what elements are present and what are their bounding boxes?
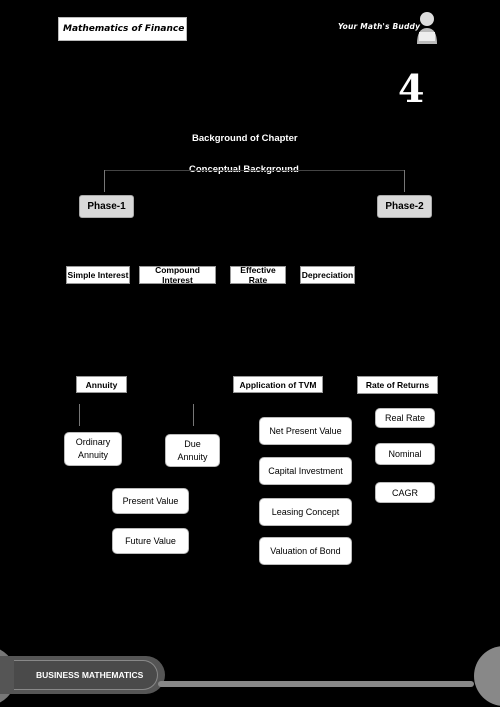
tvm-npv-node: Net Present Value xyxy=(259,417,352,445)
chart-title: Background of Chapter xyxy=(192,133,298,144)
present-value-node: Present Value xyxy=(112,488,189,514)
phase1-node: Phase-1 xyxy=(79,195,134,218)
book-title: Mathematics of Finance xyxy=(58,17,187,41)
tvm-leasing-node: Leasing Concept xyxy=(259,498,352,526)
due-annuity-node: Due Annuity xyxy=(165,434,220,467)
root-node: Conceptual Background xyxy=(189,164,299,175)
due-annuity-line1: Due xyxy=(184,438,201,449)
tagline: Your Math's Buddy xyxy=(338,22,421,31)
due-arrow xyxy=(193,404,194,426)
ordinary-annuity-line2: Annuity xyxy=(77,450,109,460)
tvm-capital-investment-node: Capital Investment xyxy=(259,457,352,485)
phase2-arrow xyxy=(404,170,405,192)
ordinary-annuity-line1: Ordinary xyxy=(75,437,111,447)
ordinary-annuity-node: Ordinary Annuity xyxy=(64,432,122,466)
footer-right-corner xyxy=(474,646,500,706)
annuity-head: Annuity xyxy=(76,376,127,393)
root-connector xyxy=(104,170,404,171)
topic-effective-rate: Effective Rate xyxy=(230,265,286,285)
chapter-number: 4 xyxy=(398,66,425,111)
phase1-arrow xyxy=(104,170,105,192)
returns-head: Rate of Returns xyxy=(357,376,438,394)
future-value-node: Future Value xyxy=(112,528,189,554)
topic-depreciation: Depreciation xyxy=(300,266,355,284)
nominal-node: Nominal xyxy=(375,443,435,465)
due-annuity-line2: Annuity xyxy=(177,451,208,462)
phase2-node: Phase-2 xyxy=(377,195,432,218)
topic-compound-interest: Compound Interest xyxy=(139,265,216,285)
cagr-node: CAGR xyxy=(375,482,435,503)
ordinary-arrow xyxy=(79,404,80,426)
mascot-icon xyxy=(412,10,442,44)
topic-simple-interest: Simple Interest xyxy=(66,266,130,284)
real-rate-node: Real Rate xyxy=(375,408,435,428)
footer-rule xyxy=(158,681,474,687)
footer-label: BUSINESS MATHEMATICS xyxy=(14,660,158,690)
tvm-head: Application of TVM xyxy=(233,376,323,393)
tvm-bond-node: Valuation of Bond xyxy=(259,537,352,565)
